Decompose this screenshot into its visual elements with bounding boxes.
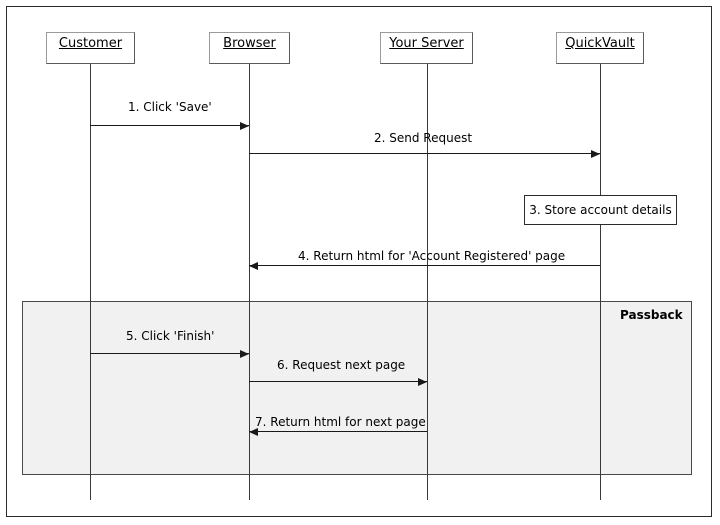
message-label-1: 1. Click 'Save' [128, 100, 212, 114]
message-line-2 [249, 153, 600, 154]
participant-label: Your Server [389, 36, 464, 51]
participant-label: Browser [223, 36, 276, 51]
lifeline-quickvault [600, 64, 601, 500]
message-label-6: 6. Request next page [277, 358, 406, 372]
participant-quickvault[interactable]: QuickVault [556, 32, 644, 64]
participant-browser[interactable]: Browser [209, 32, 290, 64]
lifeline-customer [90, 64, 91, 500]
message-label-5: 5. Click 'Finish' [126, 329, 215, 343]
note-box-3[interactable]: 3. Store account details [524, 195, 677, 225]
message-line-5 [90, 353, 249, 354]
arrowhead-right-icon [591, 150, 600, 158]
arrowhead-right-icon [240, 122, 249, 130]
note-label: 3. Store account details [529, 203, 672, 217]
arrowhead-left-icon [249, 262, 258, 270]
region-passback [22, 301, 692, 475]
message-line-6 [249, 381, 427, 382]
participant-your-server[interactable]: Your Server [380, 32, 473, 64]
participant-label: QuickVault [565, 36, 635, 51]
message-label-7: 7. Return html for next page [255, 415, 426, 429]
message-line-4 [249, 265, 600, 266]
region-label-passback: Passback [620, 308, 683, 322]
participant-label: Customer [58, 36, 123, 51]
participant-customer[interactable]: Customer [46, 32, 135, 64]
arrowhead-left-icon [249, 428, 258, 436]
lifeline-browser [249, 64, 250, 500]
arrowhead-right-icon [418, 378, 427, 386]
message-label-4: 4. Return html for 'Account Registered' … [298, 249, 566, 263]
message-label-2: 2. Send Request [374, 131, 473, 145]
arrowhead-right-icon [240, 350, 249, 358]
message-line-7 [249, 431, 427, 432]
message-line-1 [90, 125, 249, 126]
lifeline-your-server [427, 64, 428, 500]
